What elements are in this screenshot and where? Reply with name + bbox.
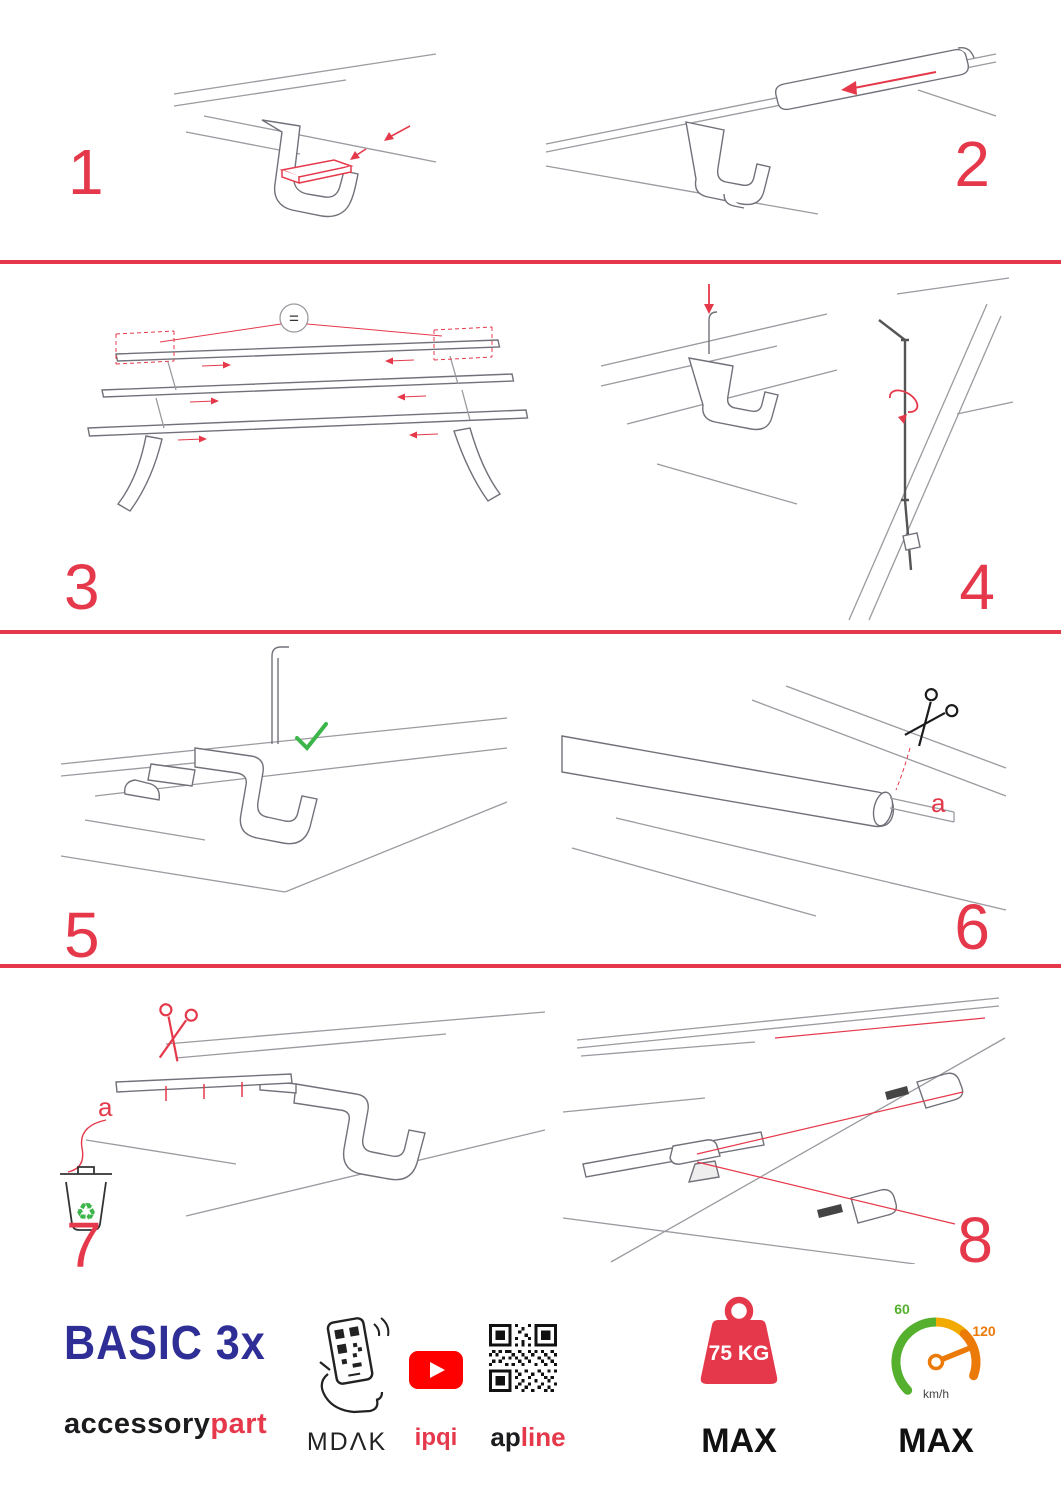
speed-unit-label: km/h	[923, 1387, 949, 1401]
step-number: 5	[64, 899, 100, 971]
step-3-illustration: =	[87, 303, 529, 512]
step-6-illustration: a	[561, 685, 1007, 917]
discard-curve	[67, 1119, 107, 1173]
section-divider	[0, 260, 1061, 264]
step-number: 2	[954, 128, 990, 200]
roof-clamp	[685, 121, 771, 209]
step-2-illustration	[545, 47, 997, 215]
strip-to-cut	[115, 1073, 293, 1093]
step-3-panel: = 3	[0, 266, 545, 632]
step-5-panel: 5	[0, 636, 530, 971]
youtube-icon	[409, 1351, 463, 1389]
allen-key	[878, 319, 913, 571]
recycle-icon: ♻	[75, 1199, 97, 1226]
max-weight-icon: 75 KG	[700, 1296, 778, 1384]
label-a: a	[98, 1092, 113, 1122]
leader-lines	[696, 1017, 986, 1225]
brand-name: accessorypart	[64, 1408, 267, 1441]
scissors-icon	[158, 1003, 198, 1062]
phone-qr-scan-icon	[319, 1317, 390, 1414]
step-6-panel: a 6	[530, 636, 1061, 966]
brand-name-left: accessory	[64, 1408, 211, 1440]
brand-name-right: part	[210, 1408, 268, 1440]
support-feet	[116, 427, 502, 512]
equal-sign: =	[289, 309, 299, 328]
rotate-arrow	[889, 389, 919, 424]
step-number: 3	[64, 551, 100, 623]
step-1-panel: 1	[0, 0, 530, 262]
step-number: 7	[66, 1209, 102, 1281]
trash-bin-icon	[60, 1166, 112, 1231]
crossbar-with-foot	[582, 1131, 765, 1183]
weight-value: 75 KG	[709, 1342, 770, 1365]
step-4-panel: 4	[545, 266, 1061, 632]
qr-code	[489, 1324, 557, 1392]
step-number: 4	[959, 551, 995, 623]
roof-clamp	[124, 747, 318, 845]
step-2-panel: 2	[530, 0, 1061, 262]
insert-arrows	[351, 125, 411, 159]
product-name: BASIC 3x	[64, 1317, 266, 1370]
slide-arrow	[853, 71, 937, 89]
step-8-illustration	[562, 997, 1006, 1264]
speedometer-icon: 60 120 km/h	[891, 1301, 996, 1401]
speed-high-label: 120	[972, 1323, 996, 1339]
step-7-illustration: a ♻	[60, 1003, 546, 1231]
step-5-illustration	[60, 646, 508, 893]
bar-end-cap	[774, 47, 975, 111]
rivet-pin	[708, 311, 718, 354]
crossbars	[87, 339, 529, 437]
section-divider	[0, 964, 1061, 968]
rubber-strip	[889, 797, 955, 823]
end-pieces	[850, 1072, 964, 1224]
weight-max-label: MAX	[701, 1422, 777, 1460]
step-number: 1	[68, 136, 104, 208]
cut-line	[895, 747, 911, 791]
step-7-panel: a ♻ 7	[0, 970, 546, 1290]
dimension-lines	[115, 323, 493, 441]
section-divider	[0, 630, 1061, 634]
roof-clamp	[688, 357, 779, 431]
insert-arrow	[704, 284, 714, 314]
partner-apline: apline	[490, 1422, 566, 1452]
step-number: 6	[954, 891, 990, 963]
checkmark-icon	[295, 722, 328, 752]
partner-mdak: MDΛK	[306, 1428, 388, 1456]
step-number: 8	[957, 1204, 993, 1276]
crossbar-tube	[561, 735, 895, 828]
footer: BASIC 3x accessorypart	[0, 1290, 1061, 1500]
rivet-pin	[271, 646, 289, 744]
label-a: a	[931, 788, 946, 818]
scissors-icon	[904, 688, 959, 747]
clamp-plate	[279, 159, 354, 185]
step-8-panel: 8	[545, 970, 1061, 1290]
roof-clamp	[259, 1079, 426, 1181]
partner-ipqi: ipqi	[414, 1424, 458, 1451]
cut-marks	[165, 1082, 243, 1101]
speed-max-label: MAX	[898, 1422, 974, 1460]
equal-spacing-badge	[279, 303, 309, 333]
speed-low-label: 60	[894, 1301, 910, 1317]
step-1-illustration	[173, 53, 437, 218]
step-4-illustration	[600, 277, 1014, 621]
